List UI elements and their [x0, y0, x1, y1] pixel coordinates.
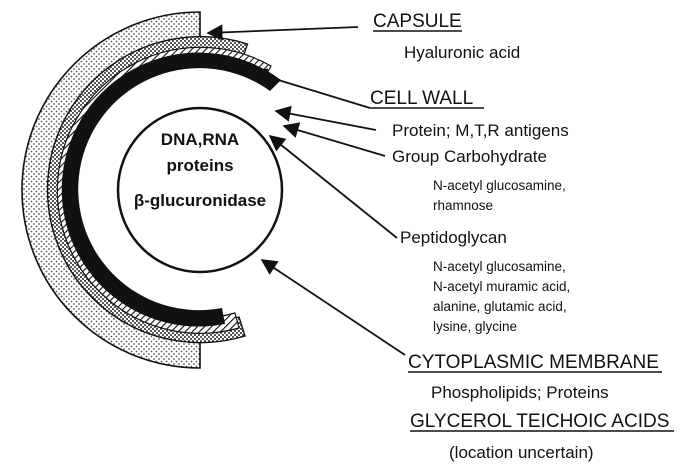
capsule-component: Hyaluronic acid	[404, 43, 520, 62]
capsule-heading: CAPSULE	[373, 11, 462, 32]
membrane-component: Phospholipids; Proteins	[431, 383, 609, 402]
group-carbohydrate: Group Carbohydrate	[392, 147, 547, 166]
group-carbohydrate-detail-1: N-acetyl glucosamine,	[433, 178, 566, 193]
peptidoglycan-detail-1: N-acetyl glucosamine,	[433, 259, 566, 274]
cell-wall-heading: CELL WALL	[370, 88, 473, 109]
membrane-heading: CYTOPLASMIC MEMBRANE	[408, 352, 659, 373]
teichoic-heading: GLYCEROL TEICHOIC ACIDS	[410, 411, 669, 432]
group-carbohydrate-arrow	[284, 126, 385, 156]
peptidoglycan-detail-3: alanine, glutamic acid,	[433, 299, 567, 314]
group-carbohydrate-detail-2: rhamnose	[433, 198, 493, 213]
peptidoglycan: Peptidoglycan	[400, 228, 507, 247]
peptidoglycan-arrow	[270, 136, 397, 238]
core-dna-rna: DNA,RNA	[161, 130, 239, 149]
peptidoglycan-detail-2: N-acetyl muramic acid,	[433, 279, 570, 294]
membrane-arrow	[262, 260, 405, 355]
teichoic-note: (location uncertain)	[449, 443, 594, 462]
peptidoglycan-detail-4: lysine, glycine	[433, 319, 517, 334]
protein-antigens: Protein; M,T,R antigens	[392, 121, 569, 140]
core-glucuronidase: β-glucuronidase	[134, 191, 266, 210]
core-proteins: proteins	[166, 156, 233, 175]
capsule-arrow	[208, 27, 358, 33]
